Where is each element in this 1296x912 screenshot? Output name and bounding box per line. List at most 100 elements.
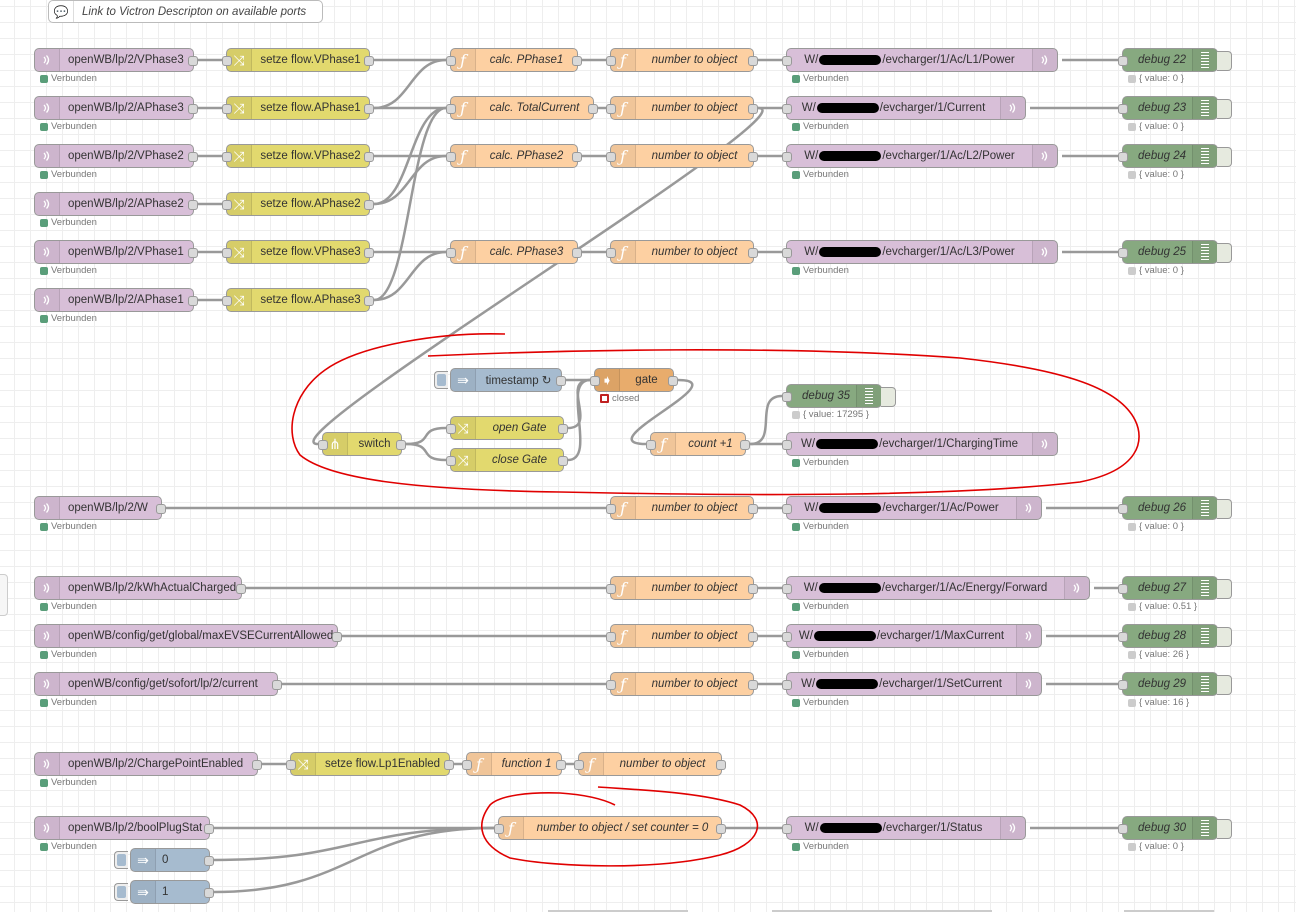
- scrollbar-segment[interactable]: [1124, 910, 1214, 912]
- mqtt-out-node[interactable]: W//evcharger/1/Ac/L2/Power: [782, 144, 1058, 168]
- output-port[interactable]: [748, 584, 758, 594]
- output-port[interactable]: [156, 504, 166, 514]
- output-port[interactable]: [748, 152, 758, 162]
- input-port[interactable]: [222, 296, 232, 306]
- output-port[interactable]: [572, 152, 582, 162]
- output-port[interactable]: [748, 632, 758, 642]
- output-port[interactable]: [188, 152, 198, 162]
- mqtt-in-node[interactable]: openWB/lp/2/W: [34, 496, 166, 520]
- output-port[interactable]: [558, 424, 568, 434]
- output-port[interactable]: [204, 824, 214, 834]
- output-port[interactable]: [188, 104, 198, 114]
- output-port[interactable]: [748, 248, 758, 258]
- gate-node[interactable]: ➧gate: [590, 368, 678, 392]
- input-port[interactable]: [446, 104, 456, 114]
- mqtt-in-node[interactable]: openWB/lp/2/VPhase2: [34, 144, 198, 168]
- input-port[interactable]: [446, 456, 456, 466]
- input-port[interactable]: [782, 680, 792, 690]
- debug-node[interactable]: debug 29: [1118, 672, 1232, 696]
- output-port[interactable]: [204, 856, 214, 866]
- debug-node[interactable]: debug 22: [1118, 48, 1232, 72]
- inject-node[interactable]: ⇛timestamp ↻: [434, 368, 566, 392]
- debug-toggle-button[interactable]: [1217, 243, 1232, 263]
- input-port[interactable]: [606, 504, 616, 514]
- input-port[interactable]: [222, 200, 232, 210]
- output-port[interactable]: [364, 56, 374, 66]
- debug-toggle-button[interactable]: [1217, 51, 1232, 71]
- mqtt-out-node[interactable]: W//evcharger/1/ChargingTime: [782, 432, 1058, 456]
- output-port[interactable]: [588, 104, 598, 114]
- inject-node[interactable]: ⇛1: [114, 880, 214, 904]
- input-port[interactable]: [782, 584, 792, 594]
- wire[interactable]: [373, 106, 447, 206]
- input-port[interactable]: [782, 824, 792, 834]
- debug-node[interactable]: debug 26: [1118, 496, 1232, 520]
- output-port[interactable]: [252, 760, 262, 770]
- debug-node[interactable]: debug 25: [1118, 240, 1232, 264]
- debug-node[interactable]: debug 35: [782, 384, 896, 408]
- change-node[interactable]: ⤨setze flow.VPhase3: [222, 240, 374, 264]
- output-port[interactable]: [748, 56, 758, 66]
- output-port[interactable]: [556, 376, 566, 386]
- debug-toggle-button[interactable]: [1217, 627, 1232, 647]
- inject-node[interactable]: ⇛0: [114, 848, 214, 872]
- debug-toggle-button[interactable]: [1217, 819, 1232, 839]
- input-port[interactable]: [1118, 504, 1128, 514]
- output-port[interactable]: [364, 104, 374, 114]
- switch-node[interactable]: ⋔switch: [318, 432, 406, 456]
- wire[interactable]: [373, 58, 447, 110]
- wire[interactable]: [373, 154, 447, 206]
- output-port[interactable]: [396, 440, 406, 450]
- debug-node[interactable]: debug 23: [1118, 96, 1232, 120]
- input-port[interactable]: [1118, 152, 1128, 162]
- output-port[interactable]: [364, 200, 374, 210]
- input-port[interactable]: [606, 584, 616, 594]
- inject-trigger-button[interactable]: [114, 851, 128, 869]
- input-port[interactable]: [606, 104, 616, 114]
- output-port[interactable]: [188, 296, 198, 306]
- output-port[interactable]: [188, 248, 198, 258]
- input-port[interactable]: [782, 632, 792, 642]
- wire[interactable]: [405, 426, 447, 446]
- input-port[interactable]: [446, 248, 456, 258]
- debug-node[interactable]: debug 30: [1118, 816, 1232, 840]
- input-port[interactable]: [606, 632, 616, 642]
- input-port[interactable]: [1118, 104, 1128, 114]
- debug-node[interactable]: debug 27: [1118, 576, 1232, 600]
- mqtt-out-node[interactable]: W//evcharger/1/Status: [782, 816, 1026, 840]
- output-port[interactable]: [188, 56, 198, 66]
- debug-toggle-button[interactable]: [1217, 99, 1232, 119]
- change-node[interactable]: ⤨setze flow.VPhase2: [222, 144, 374, 168]
- debug-toggle-button[interactable]: [1217, 499, 1232, 519]
- output-port[interactable]: [748, 504, 758, 514]
- wire[interactable]: [373, 106, 447, 302]
- inject-trigger-button[interactable]: [114, 883, 128, 901]
- debug-toggle-button[interactable]: [1217, 675, 1232, 695]
- input-port[interactable]: [782, 392, 792, 402]
- output-port[interactable]: [748, 680, 758, 690]
- mqtt-out-node[interactable]: W//evcharger/1/Ac/Energy/Forward: [782, 576, 1090, 600]
- debug-node[interactable]: debug 28: [1118, 624, 1232, 648]
- change-node[interactable]: ⤨setze flow.Lp1Enabled: [286, 752, 454, 776]
- output-port[interactable]: [748, 104, 758, 114]
- change-node[interactable]: ⤨setze flow.APhase3: [222, 288, 374, 312]
- output-port[interactable]: [558, 456, 568, 466]
- input-port[interactable]: [222, 56, 232, 66]
- comment-node[interactable]: 💬 Link to Victron Descripton on availabl…: [48, 0, 323, 23]
- output-port[interactable]: [556, 760, 566, 770]
- mqtt-out-node[interactable]: W//evcharger/1/Current: [782, 96, 1026, 120]
- input-port[interactable]: [494, 824, 504, 834]
- change-node[interactable]: ⤨close Gate: [446, 448, 568, 472]
